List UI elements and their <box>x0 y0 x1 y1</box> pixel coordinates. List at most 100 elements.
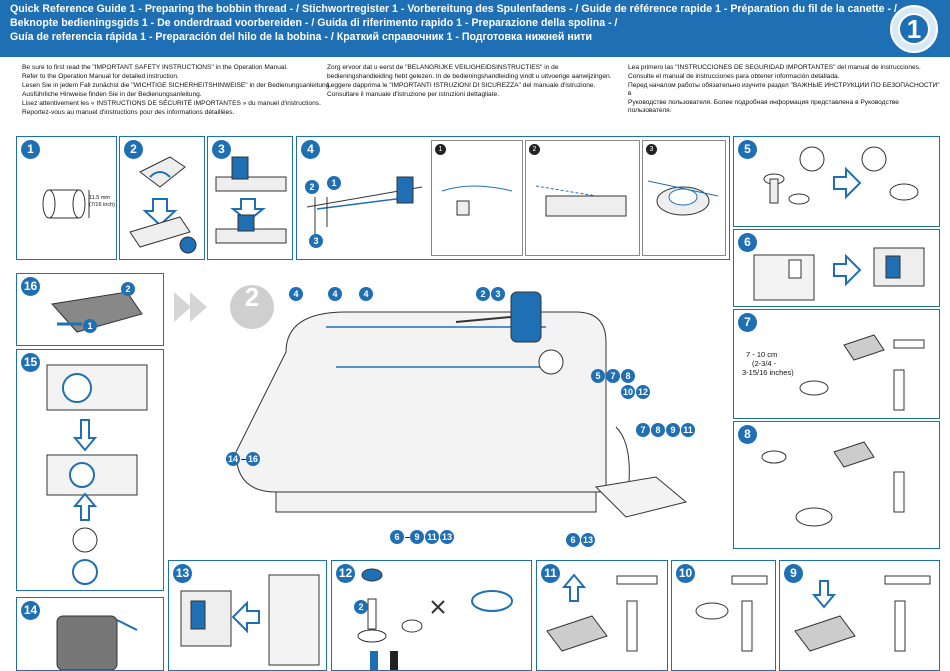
step-6-panel: 6 <box>733 229 940 307</box>
intro-text: Ausführliche Hinweise finden Sie in der … <box>22 91 202 98</box>
bobbin-diagram-icon <box>42 189 90 219</box>
step-9-panel: 9 <box>779 560 940 671</box>
foot-controller-icon <box>799 334 925 411</box>
center-big-number: 2 <box>244 282 260 312</box>
header-line-3: Guía de referencia rápida 1 - Preparació… <box>10 31 592 43</box>
step-2-panel: 2 <box>119 136 205 260</box>
intro-text: Be sure to first read the "IMPORTANT SAF… <box>22 64 288 71</box>
power-switch-off-icon <box>180 574 320 666</box>
step-13-panel: 13 <box>168 560 327 671</box>
intro-text: Руководстве пользователя. Более подробна… <box>628 99 899 114</box>
winder-spindle-icon <box>647 180 719 216</box>
logo-number: 1 <box>907 14 921 44</box>
bobbin-logo-icon: 1 <box>890 5 938 53</box>
step-1-panel: 1 11.5 mm (7/16 inch) <box>16 136 117 260</box>
intro-column-1: Be sure to first read the "IMPORTANT SAF… <box>22 64 342 118</box>
step-16-badge: 16 <box>21 277 40 296</box>
step-4-sub-2: 2 <box>525 140 640 256</box>
header-line-2: Beknopte bedieningsgids 1 - De onderdraa… <box>10 17 618 29</box>
step-10-badge: 10 <box>676 564 695 583</box>
thread-length-label: 7 - 10 cm <box>746 350 778 359</box>
intro-text: Lea primero las "INSTRUCCIONES DE SEGURI… <box>628 64 921 71</box>
cut-thread-icon <box>357 568 513 670</box>
label-4-a: 4 <box>289 284 304 302</box>
spool-pin-icon <box>215 156 287 244</box>
intro-text: Consultare il manuale d'istruzione per i… <box>327 91 500 98</box>
step-12-callout-2: 2 <box>354 597 369 615</box>
lift-presser-foot-icon <box>56 615 138 670</box>
intro-text: Leggere dapprima le "IMPORTANTI ISTRUZIO… <box>327 82 596 89</box>
intro-text: bedieningshandleiding hebt gelezen. In d… <box>327 73 612 80</box>
label-14-16: 14–16 <box>226 452 261 466</box>
step-4-callout-2: 2 <box>305 177 320 195</box>
insert-bobbin-icon <box>46 364 148 585</box>
step-4-panel: 4 2 1 3 1 2 3 <box>296 136 730 260</box>
intro-column-3: Lea primero las "INSTRUCCIONES DE SEGURI… <box>628 64 943 116</box>
bobbin-winder-icon <box>129 156 197 254</box>
step-11-badge: 11 <box>541 564 560 583</box>
step-13-badge: 13 <box>173 564 192 583</box>
winding-bobbin-icon <box>761 441 905 527</box>
step-4-callout-3: 3 <box>309 231 324 249</box>
bobbin-height-label: 11.5 mm <box>89 195 110 201</box>
step-16-panel: 16 2 1 <box>16 273 164 346</box>
label-4-b: 4 <box>328 284 343 302</box>
bobbin-cover-icon <box>51 291 143 333</box>
step-16-callout-2: 2 <box>121 279 136 297</box>
intro-text: Consulte el manual de instrucciones para… <box>628 73 840 80</box>
step-14-badge: 14 <box>21 601 40 620</box>
bobbin-full-icon <box>695 575 768 652</box>
thread-length-inch-1: (2-3/4 - <box>752 359 777 368</box>
step-7-badge: 7 <box>738 313 757 332</box>
step-4-sub-1: 1 <box>431 140 523 256</box>
intro-text: Refer to the Operation Manual for detail… <box>22 73 179 80</box>
press-pedal-icon <box>794 575 931 652</box>
step-3-panel: 3 <box>207 136 293 260</box>
intro-column-2: Zorg ervoor dat u eerst de "BELANGRIJKE … <box>327 64 627 100</box>
step-4-sub-3: 3 <box>642 140 726 256</box>
label-4-c: 4 <box>359 284 374 302</box>
step-5-badge: 5 <box>738 140 757 159</box>
bobbin-height-inch: (7/16 inch) <box>89 202 115 208</box>
step-7-panel: 7 7 - 10 cm (2-3/4 - 3-15/16 inches) <box>733 309 940 419</box>
step-12-badge: 12 <box>336 564 355 583</box>
thread-guide-icon <box>535 185 627 217</box>
header-banner: Quick Reference Guide 1 - Preparing the … <box>0 0 950 57</box>
step-1-badge: 1 <box>21 140 40 159</box>
step-15-panel: 15 <box>16 349 164 591</box>
step-16-callout-1: 1 <box>83 316 98 334</box>
sewing-machine-icon <box>174 285 688 518</box>
step-3-badge: 3 <box>212 140 231 159</box>
sub-step-3-badge: 3 <box>646 144 657 155</box>
step-12-panel: 12 2 <box>331 560 532 671</box>
step-6-badge: 6 <box>738 233 757 252</box>
intro-text: Lisez attentivement les « INSTRUCTIONS D… <box>22 100 321 107</box>
thread-guide-icon <box>441 185 513 216</box>
step-8-badge: 8 <box>738 425 757 444</box>
intro-text: Перед началом работы обязательно изучите… <box>628 82 940 97</box>
step-11-panel: 11 <box>536 560 668 671</box>
intro-text: Reportez-vous au manuel d'instructions p… <box>22 109 235 116</box>
step-8-panel: 8 <box>733 421 940 549</box>
step-15-badge: 15 <box>21 353 40 372</box>
thread-length-inch-2: 3-15/16 inches) <box>742 368 794 377</box>
bobbin-on-spindle-icon <box>763 146 919 205</box>
step-14-panel: 14 <box>16 597 164 671</box>
step-10-panel: 10 <box>671 560 776 671</box>
power-switch-icon <box>753 247 925 301</box>
release-pedal-icon <box>546 573 658 652</box>
header-line-1: Quick Reference Guide 1 - Preparing the … <box>10 3 897 15</box>
step-4-badge: 4 <box>301 140 320 159</box>
step-5-panel: 5 <box>733 136 940 227</box>
thread-path-icon <box>306 176 423 237</box>
sub-step-2-badge: 2 <box>529 144 540 155</box>
intro-text: Zorg ervoor dat u eerst de "BELANGRIJKE … <box>327 64 559 71</box>
step-4-callout-1: 1 <box>327 173 342 191</box>
